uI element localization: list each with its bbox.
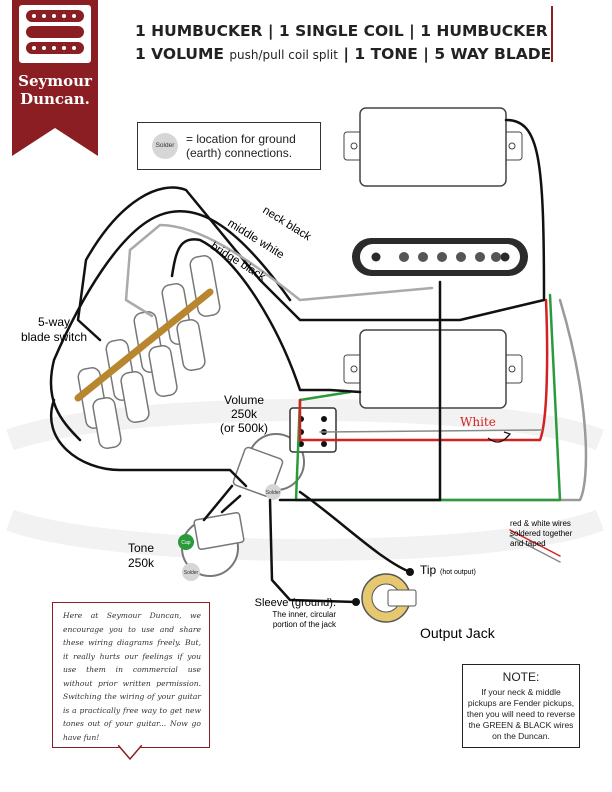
note-line-2: pickups are Fender pickups,: [467, 698, 575, 708]
label-tip-note: (hot output): [440, 569, 476, 576]
cap-label: Cap: [181, 540, 190, 546]
wire-volume-tone: [220, 494, 242, 514]
label-tone-2: 250k: [128, 556, 155, 570]
speech-tail-icon: [118, 745, 142, 761]
label-red-white-1: red & white wires: [510, 519, 571, 528]
label-red-white-2: soldered together: [510, 529, 573, 538]
label-sleeve-1: Sleeve (ground).: [255, 597, 336, 609]
tone-solder-label: Solder: [184, 570, 199, 576]
label-red-white-3: and taped: [510, 539, 546, 548]
label-blade-switch-2: blade switch: [21, 330, 87, 344]
wire-bridge-black: [170, 238, 362, 394]
middle-single-coil: [352, 238, 528, 276]
taped-red-white: [509, 529, 561, 563]
wire-middle-white: [124, 223, 434, 318]
label-tone-1: Tone: [128, 541, 154, 555]
label-tip: Tip: [420, 563, 437, 577]
wire-volume-tone-2: [202, 484, 234, 522]
wire-switch-out: [50, 398, 248, 488]
note-line-1: If your neck & middle: [481, 687, 561, 697]
white-arrow-icon: [487, 431, 512, 443]
wire-red: [298, 298, 549, 442]
label-neck-black: neck black: [260, 204, 313, 243]
label-blade-switch-1: 5-way: [38, 315, 70, 329]
label-volume-3: (or 500k): [220, 421, 268, 435]
note-line-5: on the Duncan.: [492, 731, 550, 741]
label-volume-2: 250k: [231, 407, 258, 421]
wire-sleeve: [268, 498, 358, 604]
neck-humbucker: [343, 107, 523, 187]
output-jack: [352, 568, 417, 623]
note-line-4: the GREEN & BLACK wires: [468, 720, 574, 730]
note-line-3: then you will need to reverse: [466, 709, 576, 719]
label-sleeve-3: portion of the jack: [273, 620, 337, 629]
usage-notice: Here at Seymour Duncan, we encourage you…: [52, 602, 210, 748]
seymour-duncan-logo: Seymour Duncan.: [12, 0, 98, 156]
note-body: If your neck & middle pickups are Fender…: [463, 687, 579, 742]
wire-black-neck-hum: [76, 118, 546, 342]
label-output-jack: Output Jack: [420, 625, 496, 641]
logo-s-mark: [26, 10, 84, 54]
legend-text: = location for ground (earth) connection…: [186, 132, 296, 160]
wire-tip: [298, 490, 412, 574]
solder-dot-icon: Solder: [152, 133, 178, 159]
solder-legend: Solder = location for ground (earth) con…: [137, 122, 321, 170]
title-volume: 1 VOLUME: [135, 45, 225, 63]
wires: [49, 118, 588, 604]
blade-switch-bar: [74, 288, 214, 402]
logo-name-line-1: Seymour: [18, 72, 93, 90]
title-divider: [551, 6, 553, 62]
note-box: NOTE: If your neck & middle pickups are …: [462, 664, 580, 748]
usage-notice-text: Here at Seymour Duncan, we encourage you…: [63, 611, 201, 742]
logo-name-line-2: Duncan.: [20, 90, 90, 108]
label-volume-1: Volume: [224, 393, 264, 407]
legend-text-line-1: = location for ground: [186, 132, 296, 146]
volume-solder-label: Solder: [266, 490, 281, 496]
title-tone-blade: | 1 TONE | 5 WAY BLADE: [343, 45, 552, 63]
title-line-2: 1 VOLUME push/pull coil split | 1 TONE |…: [135, 45, 551, 63]
title-push-pull: push/pull coil split: [229, 48, 338, 62]
wire-bare-ground: [298, 298, 588, 502]
label-sleeve-2: The inner, circular: [272, 610, 336, 619]
wire-middle-ground: [278, 280, 442, 502]
note-title: NOTE:: [502, 670, 540, 684]
tone-pot: Cap Solder: [178, 511, 245, 581]
legend-text-line-2: (earth) connections.: [186, 146, 293, 160]
wire-neck-black: [49, 210, 292, 442]
wire-white: [319, 429, 543, 433]
label-white: White: [460, 415, 496, 429]
title-line-1: 1 HUMBUCKER | 1 SINGLE COIL | 1 HUMBUCKE…: [135, 22, 548, 40]
bridge-humbucker: [343, 329, 523, 409]
